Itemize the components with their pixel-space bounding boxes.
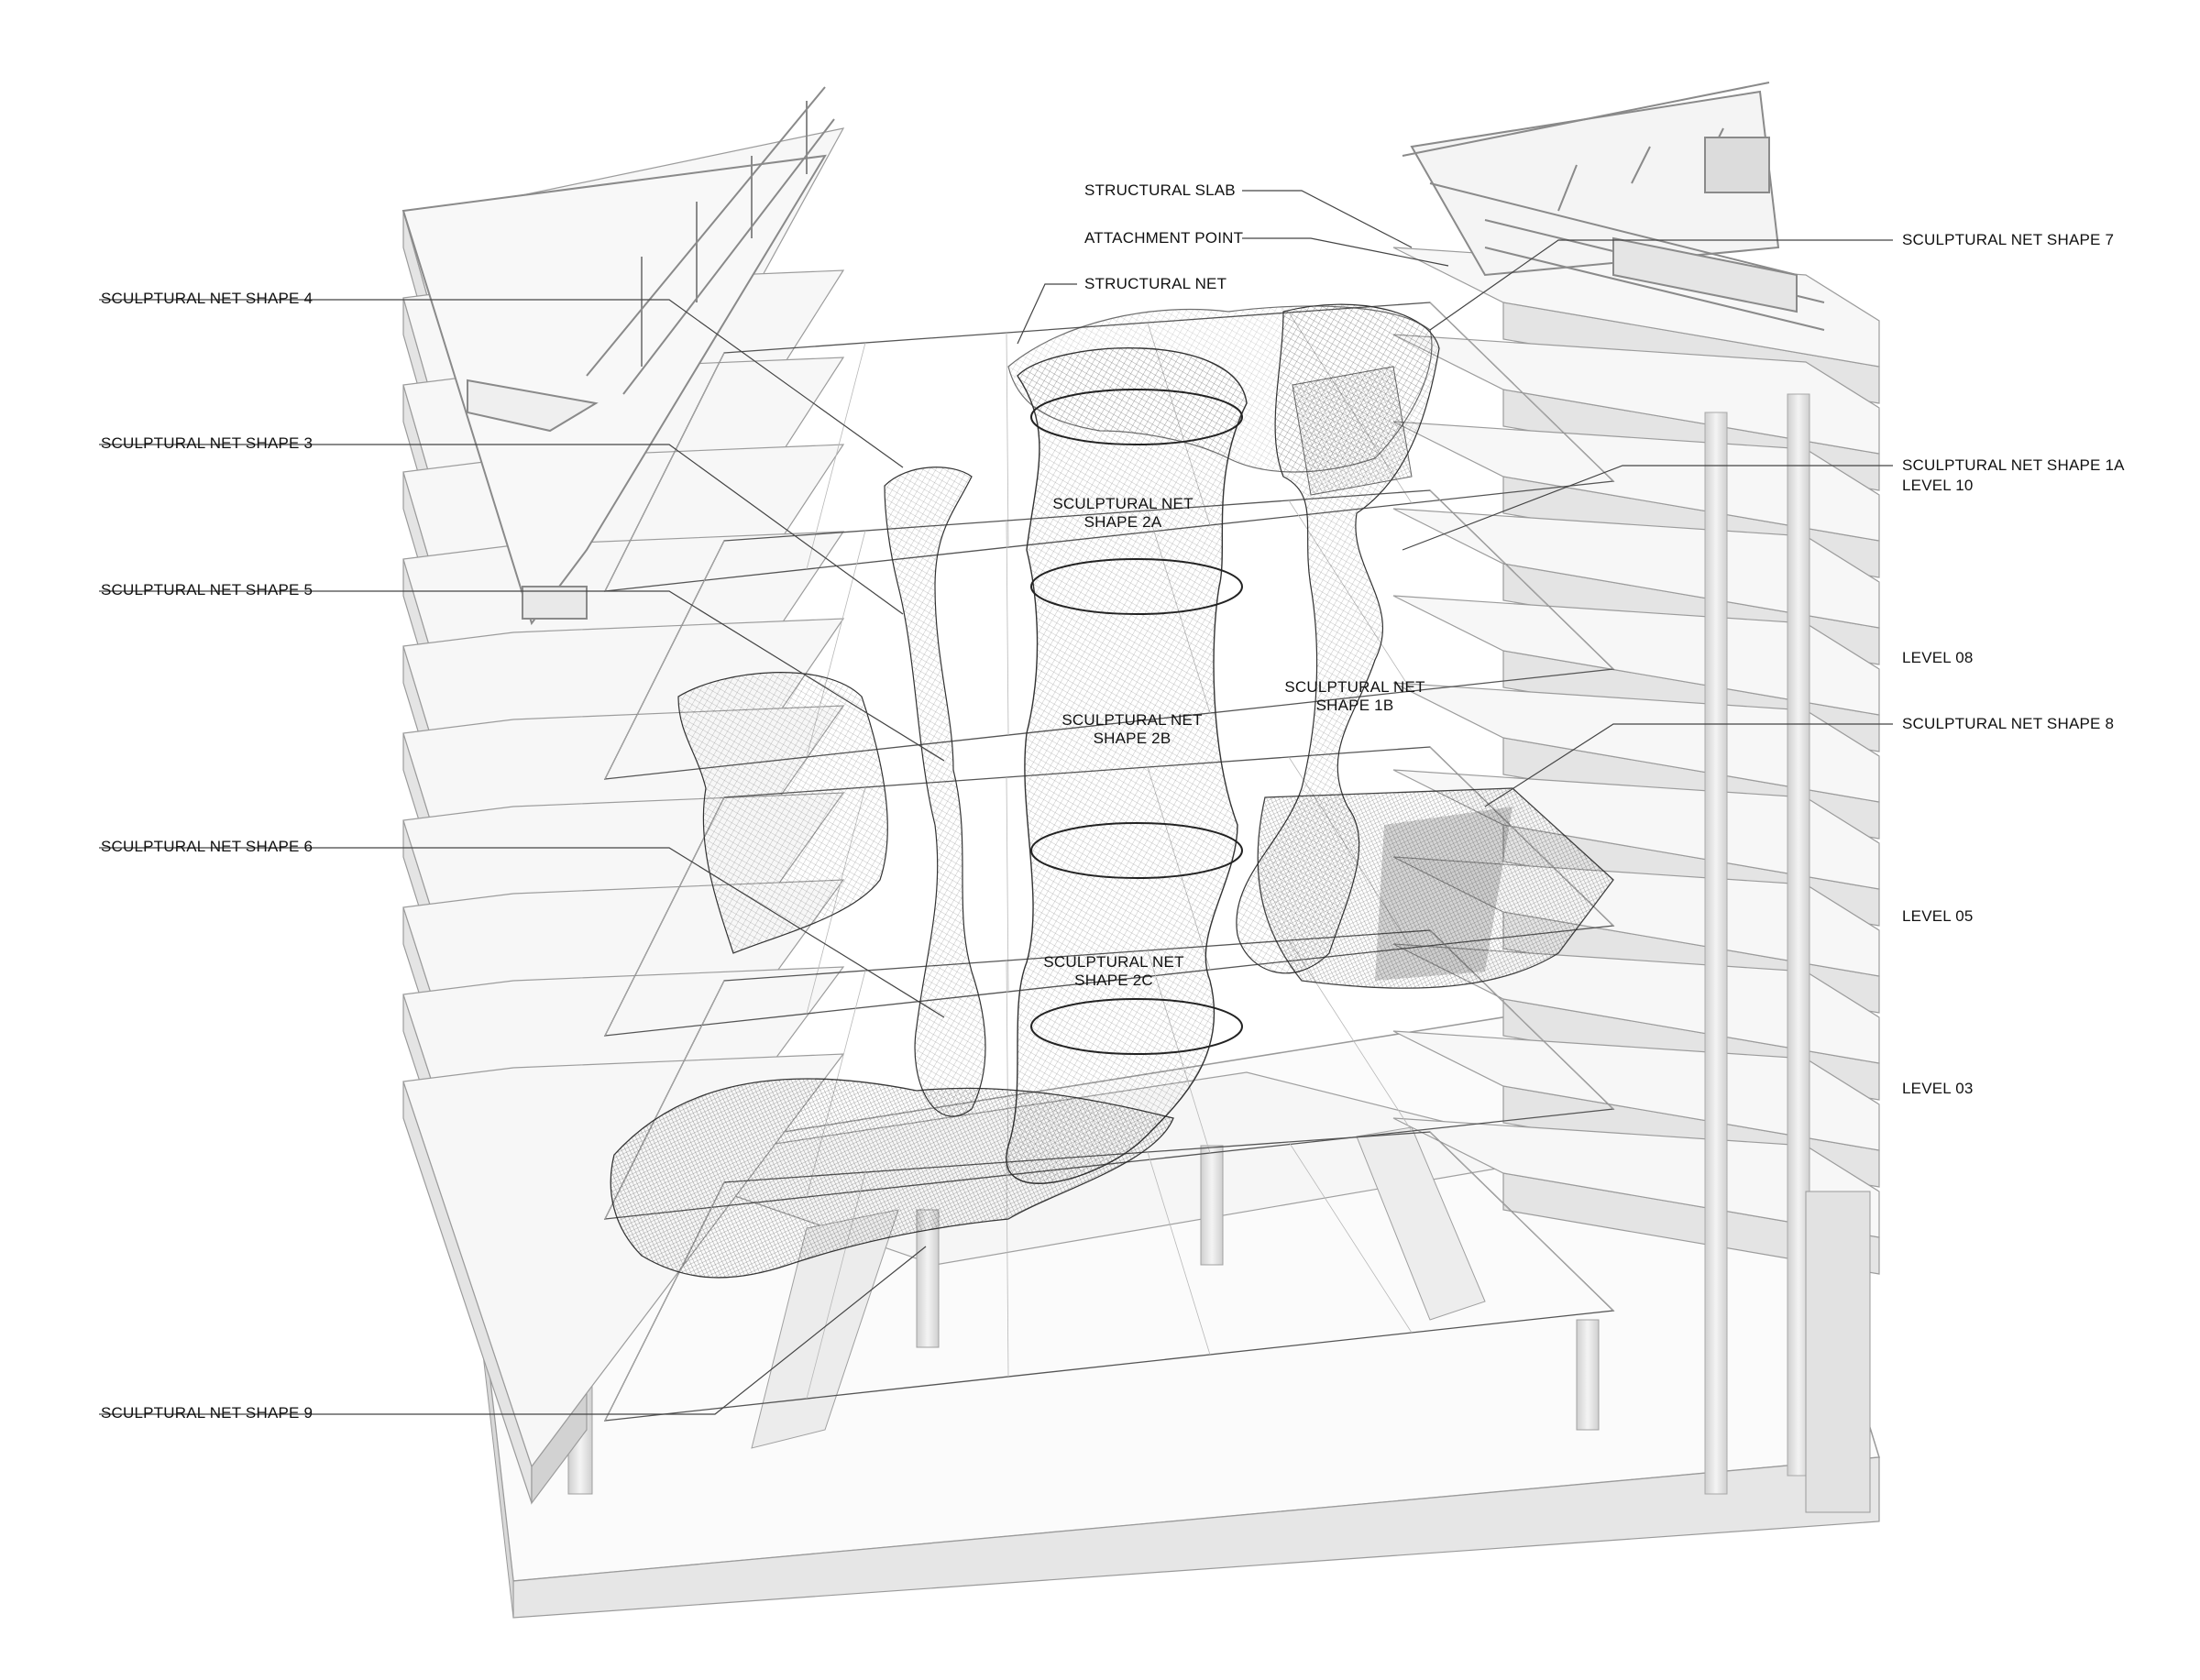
net-shape-7 (1007, 305, 1433, 473)
label-structural-net: STRUCTURAL NET (1084, 275, 1227, 292)
structural-net-strand (1006, 332, 1009, 548)
right-columns (1704, 393, 1871, 1513)
label-sculptural-net-shape-6: SCULPTURAL NET SHAPE 6 (101, 838, 314, 855)
right-slab-top (1392, 943, 1880, 1064)
label-sculptural-net-shape-7: SCULPTURAL NET SHAPE 7 (1902, 231, 2115, 248)
structural-net-strand (1006, 776, 1009, 993)
leader-lines (316, 190, 1893, 1415)
label-sculptural-net-shape-3: SCULPTURAL NET SHAPE 3 (101, 434, 314, 452)
label-level-03: LEVEL 03 (1902, 1080, 1974, 1097)
label-sculptural-net-shape-4: SCULPTURAL NET SHAPE 4 (101, 290, 314, 307)
label-rules (99, 299, 316, 1415)
structural-net-strand (806, 342, 866, 570)
net-shape-6 (677, 672, 888, 954)
right-slab-top (1392, 421, 1880, 542)
label-level-08: LEVEL 08 (1902, 649, 1974, 666)
right-slab-top (1392, 508, 1880, 629)
structural-net-strand (1147, 1151, 1211, 1356)
label-attachment-point: ATTACHMENT POINT (1084, 229, 1244, 247)
label-sculptural-net-shape-2c: SCULPTURAL NET SHAPE 2C (1043, 953, 1184, 989)
label-sculptural-net-shape-1a: SCULPTURAL NET SHAPE 1A (1902, 456, 2125, 474)
structural-net-strand (1429, 302, 1614, 482)
label-sculptural-net-shape-9: SCULPTURAL NET SHAPE 9 (101, 1404, 314, 1422)
structural-net-strand (1006, 520, 1009, 736)
net-shape-9 (610, 1078, 1174, 1279)
net-shape-2 (1006, 347, 1248, 1184)
structural-net-strand (604, 352, 725, 592)
label-structural-slab: STRUCTURAL SLAB (1084, 181, 1236, 199)
right-slab-top (1392, 334, 1880, 455)
structural-net-strand (1429, 1131, 1614, 1312)
right-slab-top (1392, 682, 1880, 803)
structural-net-strand (1288, 1141, 1413, 1334)
label-sculptural-net-shape-2a: SCULPTURAL NET SHAPE 2A (1052, 495, 1194, 531)
sculptural-nets (610, 303, 1614, 1279)
label-sculptural-net-shape-1b: SCULPTURAL NET SHAPE 1B (1284, 678, 1425, 714)
label-sculptural-net-shape-5: SCULPTURAL NET SHAPE 5 (101, 581, 314, 598)
structural-net-strand (1429, 489, 1614, 670)
right-slab-top (1392, 595, 1880, 716)
structural-net-strand (604, 540, 725, 780)
net-shape-3 (884, 467, 986, 1117)
label-level-10: LEVEL 10 (1902, 477, 1974, 494)
label-level-05: LEVEL 05 (1902, 907, 1974, 925)
right-slab-top (1392, 1030, 1880, 1151)
left-roof-railing (402, 86, 835, 626)
right-slab-top (1392, 1117, 1880, 1238)
net-shape-8 (1257, 787, 1614, 989)
label-sculptural-net-shape-2b: SCULPTURAL NET SHAPE 2B (1062, 711, 1203, 747)
right-roof-railing (1402, 82, 1825, 331)
label-sculptural-net-shape-8: SCULPTURAL NET SHAPE 8 (1902, 715, 2115, 732)
